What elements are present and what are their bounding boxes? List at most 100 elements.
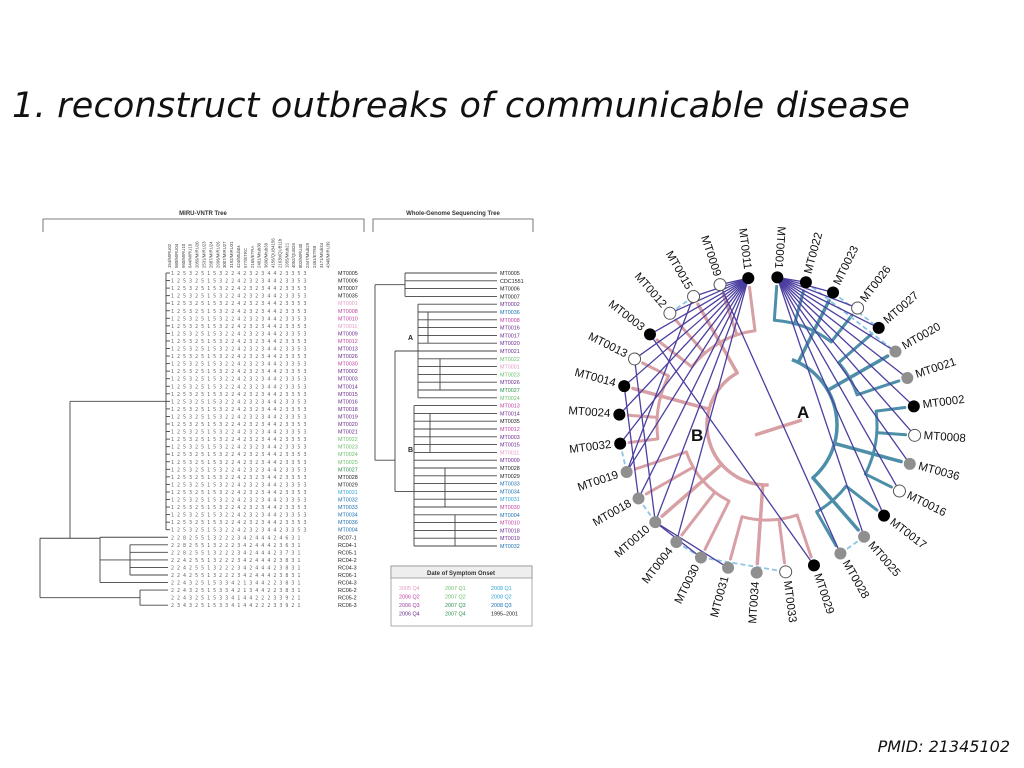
transmission-link xyxy=(633,358,656,523)
miru-locus-header: 3171/Mtub34 xyxy=(319,242,324,268)
tree-branch xyxy=(815,510,838,548)
legend-title: Date of Symptom Onset xyxy=(427,571,495,577)
legend-entry: 2008 Q2 xyxy=(491,595,512,601)
tree-arc xyxy=(791,357,839,480)
transmission-link xyxy=(634,277,749,360)
wgs-leaf-label: MT0006 xyxy=(500,287,520,293)
miru-profile: 1 2 5 3 2 5 1 5 3 2 2 4 2 3 2 3 4 4 2 3 … xyxy=(171,369,306,375)
miru-row-label: MT0035 xyxy=(338,294,358,300)
wgs-leaf-label: MT0030 xyxy=(500,505,520,511)
case-node xyxy=(799,276,812,289)
circular-tree-branches xyxy=(626,284,908,566)
miru-locus-header: 4052/QUB26 xyxy=(291,243,296,268)
miru-profile: 1 2 5 3 2 5 1 5 3 2 2 4 2 3 2 3 4 4 2 3 … xyxy=(171,490,306,496)
case-label: MT0026 xyxy=(858,264,893,305)
miru-profile: 2 2 4 2 5 5 1 3 2 2 2 3 4 2 4 4 4 2 3 8 … xyxy=(171,573,300,579)
miru-row-label: RC07-1 xyxy=(338,535,357,541)
miru-locus-header: 2996/MIRU26 xyxy=(215,241,220,268)
miru-row-label: MT0005 xyxy=(338,271,358,277)
transmission-link xyxy=(776,277,901,492)
wgs-leaf-label: MT0029 xyxy=(500,474,520,480)
case-label: MT0025 xyxy=(865,540,902,580)
miru-locus-header: 2531/MIRU23 xyxy=(202,241,207,268)
miru-row-label: RC04-3 xyxy=(338,565,357,571)
tree-branch xyxy=(829,313,854,344)
miru-branch xyxy=(69,400,166,539)
miru-row-label: MT0024 xyxy=(338,452,358,458)
miru-profile: 1 2 5 3 2 5 1 5 3 2 2 4 2 3 2 3 4 4 2 3 … xyxy=(171,301,306,307)
wgs-leaf-labels: MT0005CDC1551MT0006MT0007MT0002MT0036MT0… xyxy=(500,271,524,550)
wgs-leaf-label: MT0007 xyxy=(500,294,520,300)
legend-entry: 2008 Q3 xyxy=(491,603,512,609)
case-label: MT0034 xyxy=(747,581,762,625)
miru-profile: 1 2 5 3 2 5 1 5 3 2 2 4 2 3 2 3 4 4 2 3 … xyxy=(171,331,306,337)
transmission-link xyxy=(637,277,749,499)
miru-row-label: RC05-1 xyxy=(338,550,357,556)
wgs-leaf-label: MT0012 xyxy=(500,427,520,433)
miru-row-label: MT0020 xyxy=(338,422,358,428)
tree-branch xyxy=(795,513,813,559)
tree-branch xyxy=(633,450,688,471)
case-label: MT0021 xyxy=(914,356,958,381)
case-label: MT0030 xyxy=(673,563,703,606)
miru-locus-header: 424/Mtub04 xyxy=(236,245,241,268)
wgs-leaf-label: MT0033 xyxy=(500,482,520,488)
tree-branch xyxy=(832,441,903,464)
wgs-leaf-label: MT0024 xyxy=(500,396,520,402)
case-label: MT0024 xyxy=(568,405,612,420)
miru-row-label: MT0033 xyxy=(338,505,358,511)
miru-profile: 1 2 5 3 2 5 1 5 3 2 2 4 2 3 2 3 4 4 2 3 … xyxy=(171,399,306,405)
wgs-leaf-label: MT0031 xyxy=(500,497,520,503)
legend-entry: 2008 Q1 xyxy=(491,586,512,592)
miru-profile: 1 2 5 3 2 5 1 5 3 2 2 4 2 3 2 3 4 4 2 3 … xyxy=(171,392,306,398)
case-label: MT0008 xyxy=(923,430,966,445)
miru-row-label: RC04-3 xyxy=(338,581,357,587)
case-node xyxy=(628,352,642,366)
miru-locus-header: 2461/ETRB xyxy=(312,246,317,268)
miru-locus-header: 802/MIRU40 xyxy=(298,243,303,268)
wgs-leaf-label: MT0010 xyxy=(500,521,520,527)
wgs-leaf-label: MT0019 xyxy=(500,536,520,542)
miru-profile: 1 2 5 3 2 5 1 5 3 2 2 4 2 3 2 3 4 4 2 3 … xyxy=(171,294,306,300)
case-label: MT0028 xyxy=(840,558,871,601)
tree-branch xyxy=(655,338,694,369)
case-label: MT0016 xyxy=(905,490,948,520)
legend-entry: 1995–2001 xyxy=(491,612,518,618)
wgs-tree-bracket xyxy=(372,218,534,232)
case-node xyxy=(908,428,922,442)
miru-profile: 1 2 5 3 2 5 1 5 3 2 2 4 2 3 2 3 4 4 2 3 … xyxy=(171,324,306,330)
miru-row-label: MT0018 xyxy=(338,407,358,413)
miru-row-label: MT0011 xyxy=(338,324,357,330)
miru-locus-header: 2687/MIRU24 xyxy=(208,241,213,268)
wgs-leaf-label: MT0009 xyxy=(500,458,520,464)
miru-profile: 1 2 5 3 2 5 1 5 3 2 2 4 2 3 2 3 4 4 2 3 … xyxy=(171,437,306,443)
transmission-link xyxy=(623,385,640,499)
miru-locus-header: 2059/MIRU20 xyxy=(195,241,200,268)
case-label: MT0003 xyxy=(606,298,647,333)
root-branch xyxy=(754,418,803,437)
case-label: MT0001 xyxy=(772,226,787,269)
case-label: MT0002 xyxy=(922,394,965,411)
clade-b-label: B xyxy=(691,426,703,445)
case-node xyxy=(903,457,916,470)
case-node xyxy=(858,530,871,543)
miru-locus-header: 2347/Mtub29 xyxy=(305,242,310,268)
miru-locus-header: 2401/Mtub30 xyxy=(257,242,262,268)
wgs-leaf-label: MT0001 xyxy=(500,365,520,371)
miru-row-label: MT0003 xyxy=(338,377,358,383)
case-label: MT0020 xyxy=(900,321,943,352)
miru-row-label: MT0031 xyxy=(338,490,358,496)
miru-row-label: MT0029 xyxy=(338,482,358,488)
case-node xyxy=(614,437,627,450)
miru-row-label: MT0008 xyxy=(338,309,358,315)
tree-branch xyxy=(777,517,787,565)
case-node xyxy=(907,400,920,413)
miru-row-label: RC04-2 xyxy=(338,558,357,564)
transmission-link xyxy=(623,277,749,387)
case-node xyxy=(878,509,891,522)
case-node xyxy=(872,321,885,334)
wgs-branch xyxy=(429,413,456,546)
miru-profile: 1 2 5 3 2 5 1 5 3 2 2 4 2 3 2 3 4 4 2 3 … xyxy=(171,286,306,292)
